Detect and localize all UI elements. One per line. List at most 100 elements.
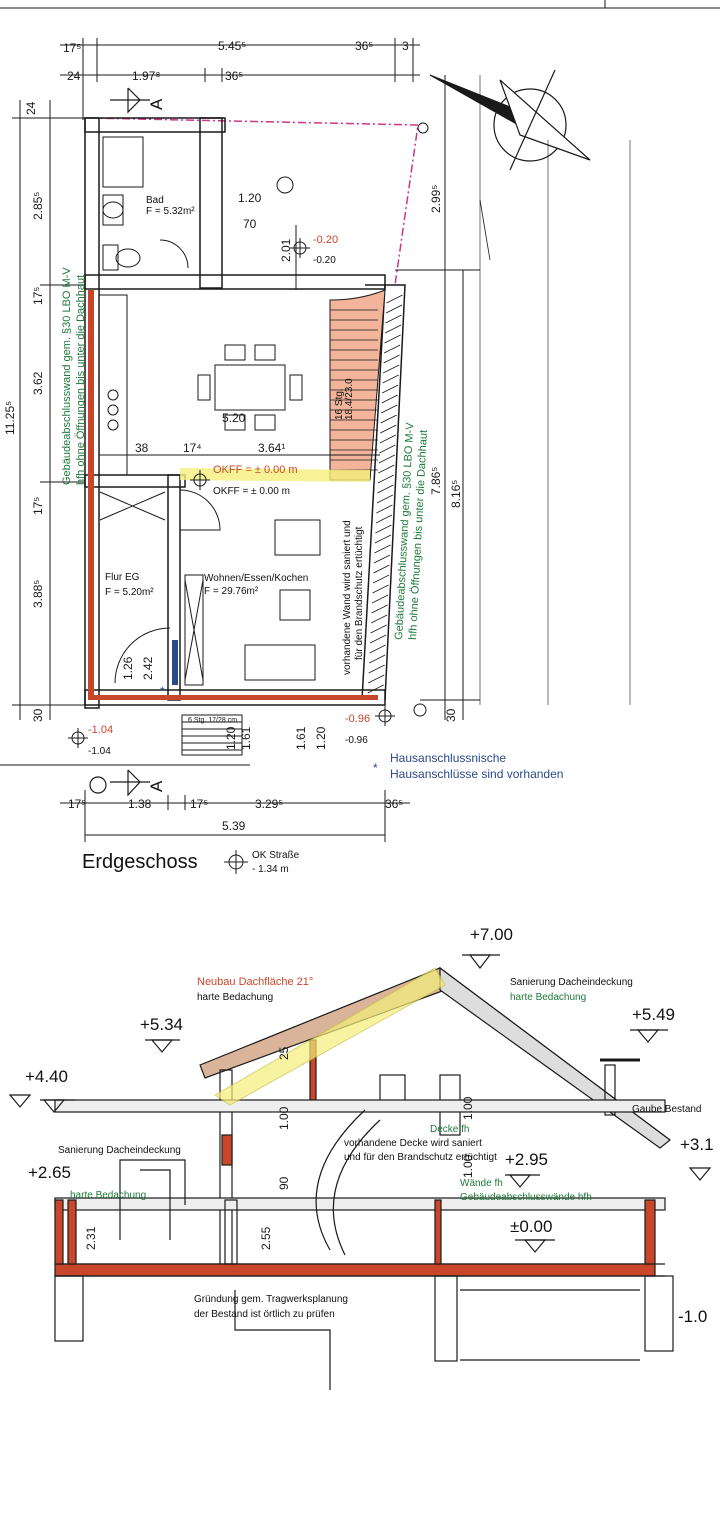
level-265: +2.65	[28, 1163, 71, 1182]
roof-note-right-1: Sanierung Dacheindeckung	[510, 977, 633, 988]
roof-note-right-2: harte Bedachung	[510, 992, 586, 1003]
section-level-markers	[8, 954, 712, 1253]
level-m104-red: -1.04	[88, 724, 113, 736]
living-area: F = 29.76m²	[204, 586, 259, 597]
left-dimension-lines	[12, 100, 90, 720]
dim-left-2: 2.85⁵	[31, 192, 45, 220]
okff-black: OKFF = ± 0.00 m	[213, 486, 290, 497]
foundation-2: der Bestand ist örtlich zu prüfen	[194, 1309, 335, 1320]
dim-left-7: 3.88⁵	[31, 580, 45, 608]
dim-top-1: 17⁵	[63, 41, 81, 55]
red-wall-left	[88, 290, 94, 700]
hall-name: Flur EG	[105, 572, 140, 583]
dim-right-4: 30	[444, 708, 458, 722]
sec-dim-255: 2.55	[259, 1226, 273, 1250]
dim-bottom-1: 17⁵	[68, 797, 86, 811]
dim-left-8: 30	[31, 708, 45, 722]
deck-note-1: Decke fh	[430, 1124, 469, 1135]
dim-bottom-3: 17⁵	[190, 797, 208, 811]
dim-bottom-4: 3.29⁵	[255, 797, 283, 811]
dim-left-4: 3.62	[31, 371, 45, 395]
stair-text-1: 16 Stg.	[334, 388, 345, 420]
sec-dim-25: 25	[277, 1046, 291, 1060]
dim-left-3: 17⁵	[31, 287, 45, 305]
level-534: +5.34	[140, 1015, 183, 1034]
street-level-symbol	[224, 850, 248, 874]
right-dimension-lines	[395, 75, 631, 720]
dim-left-5: 11.25⁵	[3, 401, 17, 435]
level-symbols	[68, 238, 395, 748]
bath-name: Bad	[146, 195, 164, 206]
dim-161-a: 1.61	[239, 726, 253, 750]
wall-note-mid-2: für den Brandschutz ertüchtigt	[354, 526, 365, 660]
dim-right-2: 7.86⁵	[429, 467, 443, 495]
low-roof-note-1: Sanierung Dacheindeckung	[58, 1145, 181, 1156]
plan-title: Erdgeschoss	[82, 851, 198, 873]
dim-inner-126: 1.26	[121, 656, 135, 680]
section-marker-bottom	[89, 769, 150, 797]
dim-120-b: 1.20	[314, 726, 328, 750]
sec-dim-231: 2.31	[84, 1226, 98, 1250]
house-conn-1: Hausanschlussnische	[390, 751, 506, 765]
dim-right-1: 2.99⁵	[429, 185, 443, 213]
okff-red: OKFF = ± 0.00 m	[213, 464, 298, 476]
dim-top-7: 36⁵	[225, 69, 243, 83]
level-000: ±0.00	[510, 1217, 552, 1236]
level-700: +7.00	[470, 925, 513, 944]
entrance-stair	[0, 714, 250, 766]
sec-dim-100c: 1.00	[461, 1154, 475, 1178]
dim-inner-174: 17⁴	[183, 441, 202, 455]
wall-note-left-1: Gebäudeabschlusswand gem. §30 LBO M-V	[61, 267, 73, 485]
house-conn-2: Hausanschlüsse sind vorhanden	[390, 767, 563, 781]
level-m096-red: -0.96	[345, 713, 370, 725]
dim-120-a: 1.20	[224, 726, 238, 750]
window-height: 70	[243, 217, 257, 231]
wall-type-1: Wände fh	[460, 1178, 503, 1189]
level-295: +2.95	[505, 1150, 548, 1169]
deck-note-2: vorhandene Decke wird saniert	[344, 1138, 482, 1149]
sec-dim-100a: 1.00	[277, 1106, 291, 1130]
dim-left-6: 17⁵	[31, 497, 45, 515]
level-m096: -0.96	[345, 735, 368, 746]
level-549: +5.49	[632, 1005, 675, 1024]
bottom-dimension-lines	[60, 790, 410, 842]
street-level-2: - 1.34 m	[252, 864, 289, 875]
dim-top-6: 1.97⁸	[132, 69, 160, 83]
niche-star: *	[160, 684, 165, 698]
section-label-bottom: A	[147, 780, 166, 792]
property-boundary	[89, 117, 419, 286]
sec-dim-90: 90	[277, 1176, 291, 1190]
dim-right-3: 8.16⁵	[449, 480, 463, 508]
street-level-1: OK Straße	[252, 850, 300, 861]
dim-top-5: 24	[67, 69, 81, 83]
dim-top-4: 3	[402, 39, 409, 53]
deck-note-3: und für den Brandschutz ertüchtigt	[344, 1152, 497, 1163]
blue-niche	[172, 640, 178, 685]
dim-inner-3641: 3.64¹	[258, 441, 285, 455]
dim-left-1: 24	[24, 101, 38, 115]
hall-area: F = 5.20m²	[105, 587, 154, 598]
gaube-label: Gaube Bestand	[632, 1104, 702, 1115]
wall-hatching	[367, 294, 403, 694]
stair-text-2: 18.4/23.0	[344, 378, 355, 420]
wall-note-left-2: hfh ohne Öffnungen bis unter die Dachhau…	[75, 275, 87, 485]
north-arrow-icon	[429, 69, 591, 261]
roof-note-left-2: harte Bedachung	[197, 992, 273, 1003]
bath-area: F = 5.32m²	[146, 206, 195, 217]
roof-note-left-1: Neubau Dachfläche 21°	[197, 976, 313, 988]
dim-bottom-6: 5.39	[222, 819, 246, 833]
level-m10: -1.0	[678, 1307, 707, 1326]
dim-161-b: 1.61	[294, 726, 308, 750]
stair	[180, 289, 386, 482]
top-dimension-lines	[0, 0, 720, 120]
dim-inner-201: 2.01	[279, 238, 293, 262]
dim-inner-520: 5.20	[222, 411, 246, 425]
house-conn-star: *	[373, 761, 378, 775]
dim-inner-38: 38	[135, 441, 149, 455]
level-m020-red: -0.20	[313, 234, 338, 246]
sec-dim-100b: 1.00	[461, 1096, 475, 1120]
level-31: +3.1	[680, 1135, 714, 1154]
dim-top-3: 36⁵	[355, 39, 373, 53]
level-m104: -1.04	[88, 746, 111, 757]
